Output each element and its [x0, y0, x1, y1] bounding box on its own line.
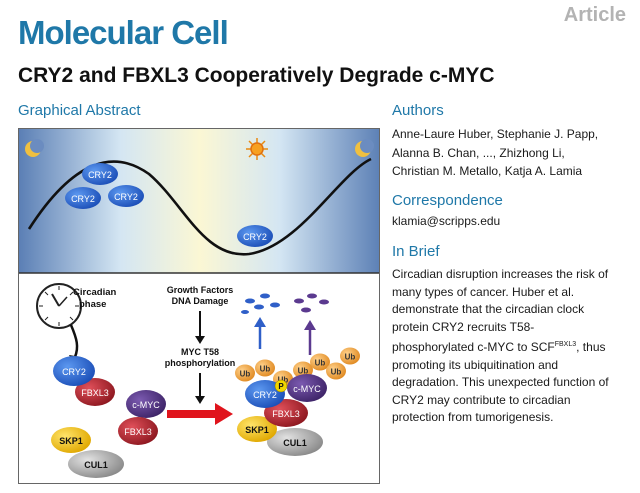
cmyc-protein: c-MYC — [126, 390, 166, 418]
skp1-protein: SKP1 — [237, 416, 277, 442]
degraded-fragments-blue — [241, 293, 280, 314]
svg-text:c-MYC: c-MYC — [132, 400, 160, 410]
authors-heading: Authors — [392, 102, 444, 119]
svg-text:c-MYC: c-MYC — [293, 384, 321, 394]
svg-text:Ub: Ub — [331, 368, 342, 377]
svg-text:FBXL3: FBXL3 — [81, 388, 109, 398]
phase-arrow — [69, 324, 79, 358]
fbxl3-superscript: FBXL3 — [554, 341, 577, 348]
cry2-protein: CRY2 — [82, 163, 118, 185]
cry2-protein: CRY2 — [65, 187, 101, 209]
svg-text:SKP1: SKP1 — [245, 425, 269, 435]
degraded-fragments-purple — [294, 293, 329, 313]
moon-icon — [25, 139, 44, 157]
in-brief-line: CRY2 may contribute to circadian — [392, 392, 571, 407]
circadian-phase-label: Circadian — [73, 287, 116, 298]
in-brief-heading: In Brief — [392, 243, 440, 260]
svg-text:Ub: Ub — [298, 367, 309, 376]
cmyc-protein: c-MYC — [287, 374, 327, 402]
svg-text:CUL1: CUL1 — [283, 438, 307, 448]
phospho-group: P — [274, 379, 288, 393]
graphical-abstract-heading: Graphical Abstract — [18, 102, 141, 119]
svg-text:CRY2: CRY2 — [71, 194, 95, 204]
svg-text:SKP1: SKP1 — [59, 436, 83, 446]
article-type-label: Article — [563, 4, 626, 26]
svg-text:CRY2: CRY2 — [88, 170, 112, 180]
red-arrow — [167, 403, 233, 425]
in-brief-line: protection from tumorigenesis. — [392, 410, 554, 424]
authors-line: Christian M. Metallo, Katja A. Lamia — [392, 164, 583, 178]
clock-icon — [36, 283, 82, 329]
degradation-arrow-blue — [254, 317, 266, 349]
svg-text:CRY2: CRY2 — [243, 232, 267, 242]
cul1-protein: CUL1 — [68, 450, 124, 478]
fbxl3-protein: FBXL3 — [75, 378, 115, 406]
svg-text:Ub: Ub — [260, 365, 271, 374]
in-brief-line: phosphorylated c-MYC to SCFFBXL3, thus — [392, 336, 632, 357]
article-title: CRY2 and FBXL3 Cooperatively Degrade c-M… — [18, 64, 495, 87]
in-brief-line: promoting its ubiquitination and — [392, 357, 559, 372]
cry2-protein: CRY2 — [108, 185, 144, 207]
cry2-protein: CRY2 — [53, 356, 95, 386]
in-brief-line: Circadian disruption increases the risk … — [392, 267, 609, 281]
growth-factors-label: Growth Factors — [167, 285, 234, 295]
skp1-protein: SKP1 — [51, 427, 91, 453]
in-brief-text: Circadian disruption increases the risk … — [392, 266, 632, 427]
authors-line: Alanna B. Chan, ..., Zhizhong Li, — [392, 145, 565, 160]
in-brief-line: many types of cancer. Huber et al. — [392, 284, 575, 299]
graphical-abstract-figure: CRY2 CRY2 CRY2 CRY2 Circadian phase — [18, 128, 380, 484]
cul1-protein: CUL1 — [267, 428, 323, 456]
svg-text:Ub: Ub — [240, 370, 251, 379]
journal-name: Molecular Cell — [18, 14, 229, 51]
fbxl3-protein: FBXL3 — [118, 417, 158, 445]
correspondence-email[interactable]: klamia@scripps.edu — [392, 214, 501, 228]
svg-text:Ub: Ub — [278, 376, 289, 385]
circadian-phase-label: phase — [79, 299, 106, 310]
svg-text:CUL1: CUL1 — [84, 460, 108, 470]
cry2-protein: CRY2 — [237, 225, 273, 247]
svg-text:FBXL3: FBXL3 — [124, 427, 152, 437]
svg-text:FBXL3: FBXL3 — [272, 409, 300, 419]
authors-line: Anne-Laure Huber, Stephanie J. Papp, — [392, 127, 599, 141]
svg-text:CRY2: CRY2 — [114, 192, 138, 202]
in-brief-thus-text: , thus — [576, 340, 606, 354]
in-brief-line: demonstrate that the circadian clock — [392, 302, 585, 316]
in-brief-line: protein CRY2 recruits T58- — [392, 319, 535, 334]
svg-text:Ub: Ub — [345, 353, 356, 362]
sun-icon — [246, 138, 268, 160]
in-brief-scf-text: phosphorylated c-MYC to SCF — [392, 340, 555, 354]
svg-text:P: P — [278, 382, 284, 391]
svg-text:CRY2: CRY2 — [253, 390, 277, 400]
phosphorylation-label: phosphorylation — [165, 358, 236, 368]
degradation-arrow-purple — [304, 320, 316, 355]
authors-list: Anne-Laure Huber, Stephanie J. Papp, Ala… — [392, 125, 632, 181]
dna-damage-label: DNA Damage — [172, 296, 229, 306]
svg-text:CRY2: CRY2 — [62, 367, 86, 377]
myc-t58-label: MYC T58 — [181, 347, 219, 357]
moon-icon — [355, 139, 374, 157]
svg-text:Ub: Ub — [315, 359, 326, 368]
ub-chain-left: Ub Ub Ub — [235, 359, 293, 388]
correspondence-heading: Correspondence — [392, 192, 503, 209]
in-brief-line: degradation. This unexpected function of — [392, 375, 609, 389]
